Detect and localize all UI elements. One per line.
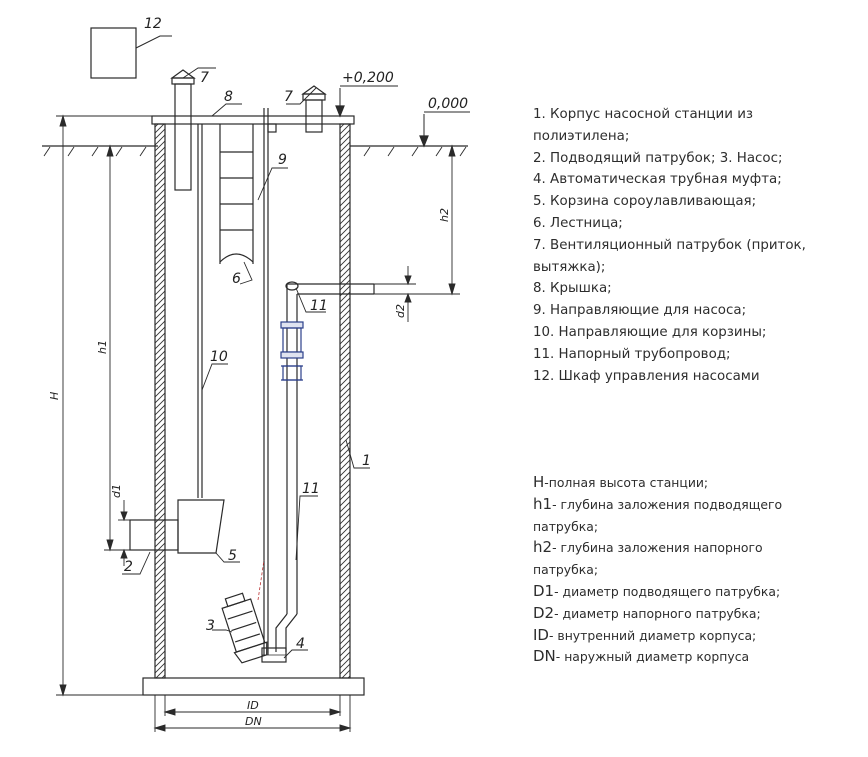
legend-part-row: 5. Корзина сороулавливающая; [533,194,757,210]
dim-d2-label: d2 [394,304,407,318]
legend-dim-text: - глубина заложения напорного [552,540,763,556]
legend-dim-row: DN- наружный диаметр корпуса [533,646,782,668]
callout-6: 6 [232,271,241,287]
pump-chain [257,559,265,601]
legend-dim-symbol: DN [533,647,556,666]
legend-dim-text: патрубка; [533,518,599,534]
legend-dim-row: h1- глубина заложения подводящего [533,494,782,516]
legend-part-row: 12. Шкаф управления насосами [533,368,760,384]
left-wall [154,123,166,679]
legend-part-row: 4. Автоматическая трубная муфта; [533,172,782,188]
elevation-top-label: +0,200 [342,70,394,86]
callout-7-left: 7 [200,70,209,86]
legend-dim-symbol: D2 [533,603,555,622]
dim-ID-label: ID [247,699,259,712]
inlet-pipe [129,519,179,551]
legend-dim-text: -полная высота станции; [544,475,709,490]
elevation-top-marker [335,85,398,118]
dim-d1 [118,500,130,566]
elevation-ground-label: 0,000 [428,96,468,112]
callout-9: 9 [278,152,287,168]
ladder [219,124,254,264]
callout-2: 2 [124,559,133,575]
dim-d2 [374,266,416,322]
dim-DN [153,695,352,732]
dim-DN-label: DN [245,715,262,728]
callout-11-mid: 11 [302,481,320,497]
callout-12: 12 [144,16,162,32]
callout-5: 5 [228,548,237,564]
right-wall [339,123,351,679]
legend-dim-row: H-полная высота станции; [533,472,782,494]
legend-dim-text: - наружный диаметр корпуса [555,649,750,665]
legend-part-row: полиэтилена; [533,128,630,144]
legend-dim-symbol: D1 [533,581,555,600]
callout-8: 8 [224,89,233,105]
legend-dim-text: - внутренний диаметр корпуса; [548,627,757,643]
vent-pipe-right [301,85,327,133]
elevation-ground-marker [419,111,470,148]
legend-dim-row: h2- глубина заложения напорного [533,537,782,559]
legend-part-row: 10. Направляющие для корзины; [533,324,767,340]
dim-H-label: H [48,392,61,400]
dim-ID [163,695,342,716]
legend-dim-row: патрубка; [533,559,782,581]
dim-h2 [374,144,460,296]
legend-part-row: вытяжка); [533,259,606,275]
dim-d1-label: d1 [110,484,123,498]
legend-part-row: 7. Вентиляционный патрубок (приток, [533,237,806,253]
valve [280,321,304,381]
legend-dim-row: ID- внутренний диаметр корпуса; [533,625,782,647]
legend-dim-text: - диаметр подводящего патрубка; [554,583,781,599]
ground-line-right [350,145,468,157]
basket [177,499,225,554]
parts-legend: 1. Корпус насосной станции из полиэтилена… [533,104,806,387]
dim-h2-label: h2 [438,208,451,222]
legend-dim-symbol: h2 [533,538,553,557]
callout-3: 3 [206,618,215,634]
pressure-pipeline [275,281,375,652]
legend-dim-row: патрубка; [533,516,782,538]
callout-7-right: 7 [284,89,293,105]
base-slab [142,677,365,696]
callout-11-top: 11 [310,298,328,314]
legend-dim-text: - глубина заложения подводящего [552,496,783,512]
callout-4: 4 [296,636,305,652]
legend-dim-row: D1- диаметр подводящего патрубка; [533,581,782,603]
legend-part-row: 2. Подводящий патрубок; 3. Насос; [533,150,783,166]
dimensions-legend: H-полная высота станции;h1- глубина зало… [533,472,782,668]
cover-bracket [267,123,277,133]
legend-part-row: 11. Напорный трубопровод; [533,346,731,362]
legend-part-row: 6. Лестница; [533,215,623,231]
cover [151,115,355,125]
callout-10: 10 [210,349,228,365]
dim-h1 [104,144,130,552]
legend-dim-symbol: h1 [533,494,553,513]
legend-part-row: 9. Направляющие для насоса; [533,303,747,319]
legend-dim-text: - диаметр напорного патрубка; [554,605,761,621]
dim-H [56,114,152,697]
control-cabinet [90,27,137,79]
legend-dim-row: D2- диаметр напорного патрубка; [533,603,782,625]
leaders [122,67,370,659]
legend-dim-symbol: H [533,473,545,491]
legend-dim-text: патрубка; [533,562,599,578]
callout-1: 1 [362,453,371,469]
leader-12 [135,35,172,49]
legend-dim-symbol: ID [533,625,549,644]
ground-line-left [42,145,158,157]
vent-pipe-left [170,69,196,191]
legend-part-row: 1. Корпус насосной станции из [533,107,754,122]
legend-part-row: 8. Крышка; [533,281,612,297]
dim-h1-label: h1 [96,340,109,354]
